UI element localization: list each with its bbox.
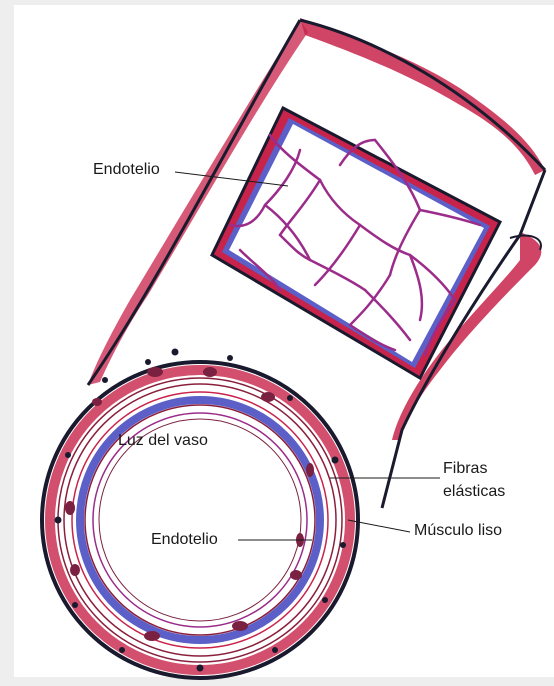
label-luz-del-vaso: Luz del vaso: [118, 432, 208, 450]
label-endotelio-top: Endotelio: [93, 161, 160, 179]
label-musculo-liso: Músculo liso: [414, 522, 502, 540]
label-fibras-line1: Fibras: [443, 460, 487, 478]
label-fibras-line2: elásticas: [443, 483, 505, 501]
label-endotelio-bottom: Endotelio: [151, 531, 218, 549]
